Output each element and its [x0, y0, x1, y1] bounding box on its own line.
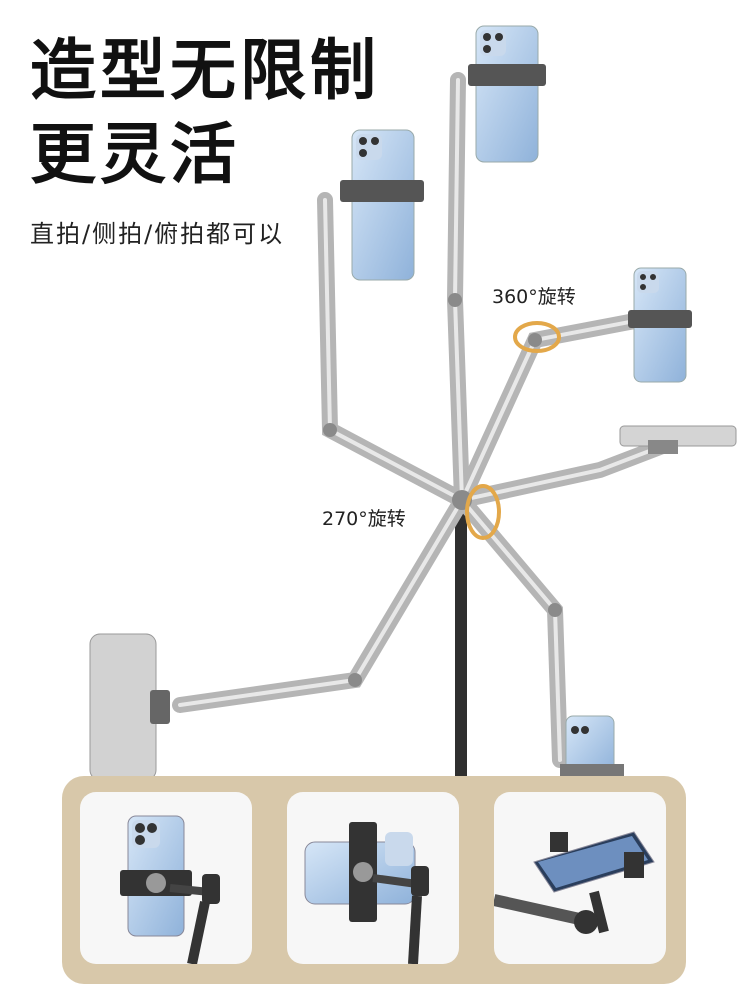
- headline-line-1: 造型无限制: [30, 32, 380, 109]
- detail-card-clamp-front: [80, 792, 252, 964]
- detail-card-clamp-side: [287, 792, 459, 964]
- rotate-270-label: 270°旋转: [322, 508, 406, 530]
- subtitle: 直拍/侧拍/俯拍都可以: [30, 220, 285, 248]
- detail-card-clamp-overhead: [494, 792, 666, 964]
- clamp-overhead-image: [494, 831, 655, 934]
- phone-lower-left: [89, 633, 170, 780]
- rotate-360-label: 360°旋转: [492, 286, 576, 308]
- clamp-front-image: [120, 815, 220, 964]
- stand-pole: [455, 500, 467, 780]
- phone-left-upper: [340, 129, 424, 281]
- phone-top: [468, 25, 546, 163]
- clamp-side-image: [304, 822, 429, 964]
- rotation-270-ring: [465, 484, 501, 540]
- arm-lower-right: [454, 492, 568, 768]
- phone-right: [628, 267, 692, 383]
- rotation-360-ring: [513, 321, 561, 353]
- headline-line-2: 更灵活: [30, 116, 240, 193]
- phone-horizontal: [619, 425, 737, 454]
- phone-lower-right: [560, 715, 624, 778]
- flexible-arm-stand-illustration: [89, 25, 737, 780]
- arm-lower-left: [172, 492, 470, 713]
